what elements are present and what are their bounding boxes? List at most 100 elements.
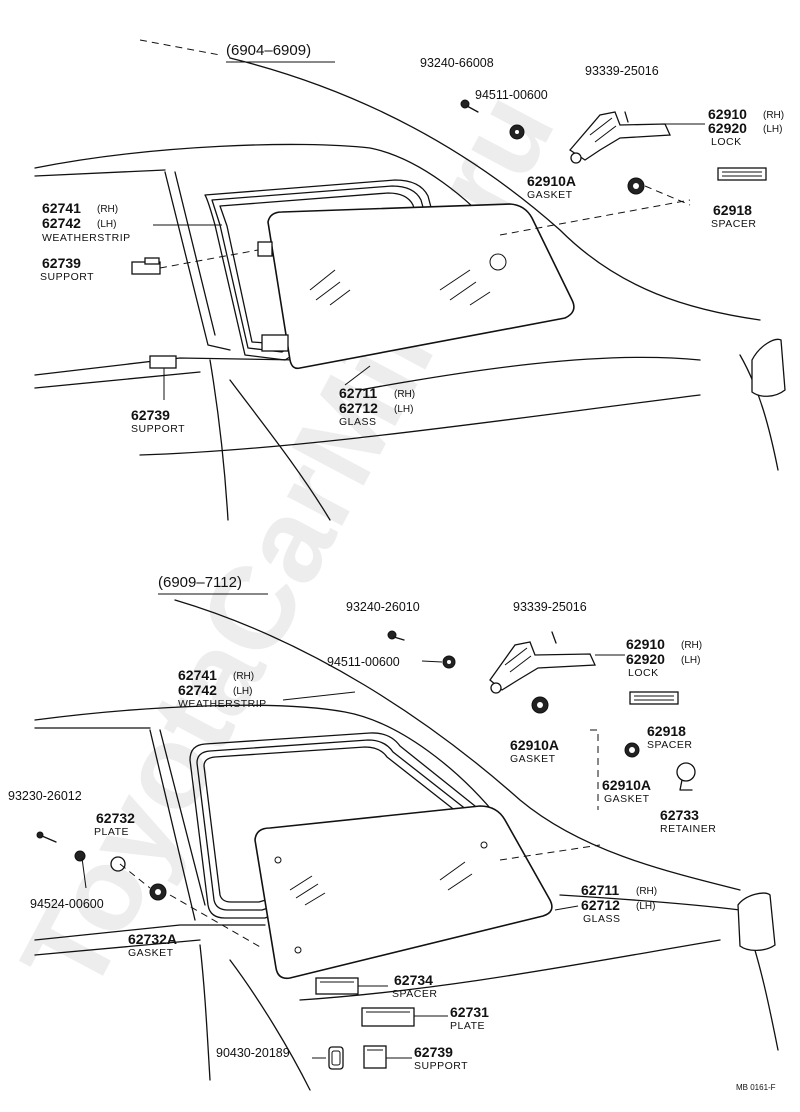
label-spacer-b-name-bottom: SPACER [392, 988, 437, 1000]
label-ws-name-top: WEATHERSTRIP [42, 232, 131, 244]
label-screw-top: 93339-25016 [585, 64, 659, 78]
label-bolt-top: 93240-66008 [420, 56, 494, 70]
grommet-bottom [328, 1046, 344, 1070]
label-plate-b-name-bottom: PLATE [450, 1020, 485, 1032]
label-spacer-num-bottom: 62918 [647, 723, 686, 739]
car-body-top [34, 39, 786, 521]
gasket-top [627, 177, 645, 195]
glass-bottom [254, 805, 553, 980]
nut-top [509, 124, 525, 140]
label-ws-rh-sfx-top: (RH) [97, 204, 118, 215]
glass-top [267, 203, 575, 370]
label-glass-rh-sfx-bottom: (RH) [636, 886, 657, 897]
gasket-c-bottom [149, 883, 167, 901]
label-gasket-name-top: GASKET [527, 189, 573, 201]
gasket-a-bottom [531, 696, 549, 714]
tail-light-top [751, 338, 786, 397]
section-top: (6904–6909) [34, 39, 786, 521]
nut-bottom [442, 655, 456, 669]
label-lock-rh-sfx-bottom: (RH) [681, 640, 702, 651]
support-a-top [131, 257, 161, 275]
label-ws-rh-sfx-bottom: (RH) [233, 671, 254, 682]
tail-light-bottom [737, 892, 776, 952]
label-ws-lh-sfx-bottom: (LH) [233, 686, 252, 697]
label-nut-top: 94511-00600 [475, 88, 548, 102]
gasket-b-bottom [624, 742, 640, 758]
label-gasket-a-name-bottom: GASKET [510, 753, 556, 765]
label-gasket-c-num-bottom: 62732A [128, 931, 177, 947]
label-bolt-bottom: 93240-26010 [346, 600, 420, 614]
label-lock-name-bottom: LOCK [628, 667, 659, 679]
label-lock-lh-top: 62920 [708, 120, 747, 136]
label-support-num-bottom: 62739 [414, 1044, 453, 1060]
section-range-bottom: (6909–7112) [158, 574, 242, 591]
label-glass-name-bottom: GLASS [583, 913, 621, 925]
plate-b-bottom [361, 1007, 415, 1027]
label-glass-lh-bottom: 62712 [581, 897, 620, 913]
label-support-a-name-top: SUPPORT [40, 271, 94, 283]
label-lock-lh-bottom: 62920 [626, 651, 665, 667]
label-glass-rh-top: 62711 [339, 385, 377, 401]
label-ws-lh-sfx-top: (LH) [97, 219, 116, 230]
retainer-bottom [676, 762, 696, 791]
label-glass-lh-sfx-top: (LH) [394, 404, 413, 415]
label-ws-rh-top: 62741 [42, 200, 81, 216]
section-bottom: (6909–7112) [8, 574, 779, 1091]
leaders-bottom [81, 654, 625, 1059]
label-glass-name-top: GLASS [339, 416, 377, 428]
label-nut-bottom: 94511-00600 [327, 655, 400, 669]
label-gasket-c-name-bottom: GASKET [128, 947, 174, 959]
label-gasket-a-num-bottom: 62910A [510, 737, 559, 753]
label-glass-lh-top: 62712 [339, 400, 378, 416]
label-lock-lh-sfx-bottom: (LH) [681, 655, 700, 666]
bracket-top [257, 241, 289, 352]
screw-b-bottom [36, 831, 57, 843]
label-support-a-num-top: 62739 [42, 255, 81, 271]
label-plate-a-num-bottom: 62732 [96, 810, 135, 826]
label-spacer-b-num-bottom: 62734 [394, 972, 433, 988]
bolt-top [460, 99, 479, 113]
label-grommet-bottom: 90430-20189 [216, 1046, 290, 1060]
car-body-bottom [34, 599, 779, 1091]
label-nut-b-bottom: 94524-00600 [30, 897, 104, 911]
label-screw-bottom: 93339-25016 [513, 600, 587, 614]
bolt-bottom [387, 630, 405, 641]
label-lock-lh-sfx-top: (LH) [763, 124, 782, 135]
weatherstrip-bottom [189, 732, 506, 919]
label-retainer-name-bottom: RETAINER [660, 823, 716, 835]
label-plate-b-num-bottom: 62731 [450, 1004, 489, 1020]
label-gasket-b-num-bottom: 62910A [602, 777, 651, 793]
section-range-top: (6904–6909) [226, 42, 311, 59]
label-ws-name-bottom: WEATHERSTRIP [178, 698, 267, 710]
support-bottom [363, 1045, 387, 1069]
label-gasket-num-top: 62910A [527, 173, 576, 189]
support-b-top [149, 355, 177, 369]
label-screw-b-bottom: 93230-26012 [8, 789, 82, 803]
leaders-top [153, 123, 705, 400]
label-lock-rh-sfx-top: (RH) [763, 110, 784, 121]
label-plate-a-name-bottom: PLATE [94, 826, 129, 838]
label-spacer-num-top: 62918 [713, 202, 752, 218]
lock-bottom [489, 631, 596, 694]
label-glass-rh-bottom: 62711 [581, 882, 619, 898]
diagram-code: MB 0161-F [736, 1083, 776, 1092]
label-lock-rh-top: 62910 [708, 106, 747, 122]
spacer-bottom [629, 691, 679, 705]
label-spacer-name-top: SPACER [711, 218, 756, 230]
labels-top: 93240-66008 94511-00600 93339-25016 6291… [40, 56, 784, 435]
label-ws-rh-bottom: 62741 [178, 667, 217, 683]
label-retainer-num-bottom: 62733 [660, 807, 699, 823]
label-spacer-name-bottom: SPACER [647, 739, 692, 751]
label-support-b-name-top: SUPPORT [131, 423, 185, 435]
label-glass-lh-sfx-bottom: (LH) [636, 901, 655, 912]
spacer-b-bottom [315, 977, 359, 995]
label-lock-rh-bottom: 62910 [626, 636, 665, 652]
label-gasket-b-name-bottom: GASKET [604, 793, 650, 805]
plate-a-bottom [110, 856, 126, 872]
label-lock-name-top: LOCK [711, 136, 742, 148]
label-glass-rh-sfx-top: (RH) [394, 389, 415, 400]
label-ws-lh-bottom: 62742 [178, 682, 217, 698]
spacer-top [717, 167, 767, 181]
lock-top [569, 111, 671, 164]
